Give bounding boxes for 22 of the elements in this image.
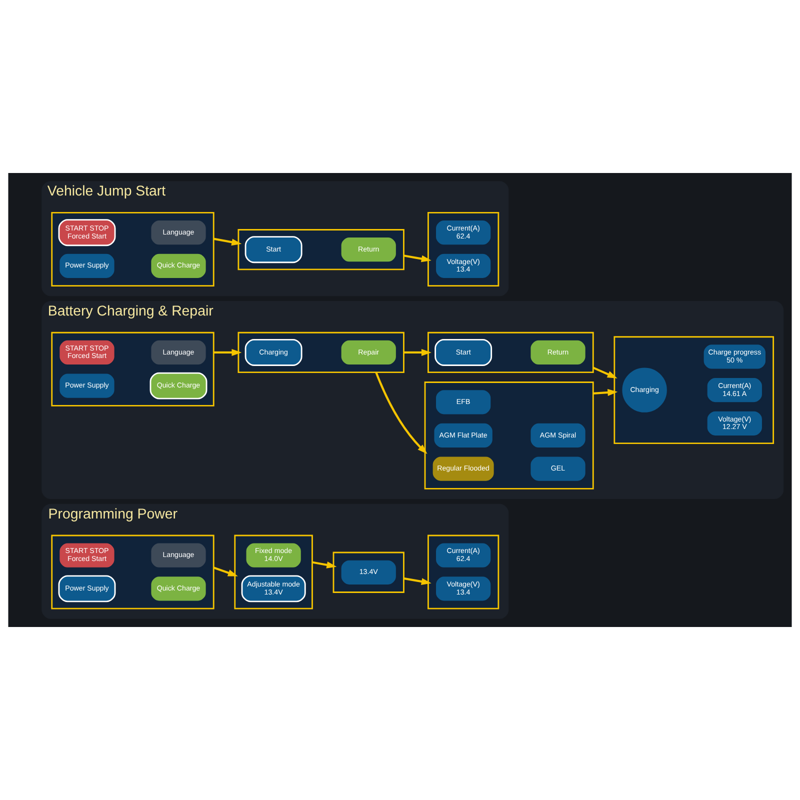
arrow xyxy=(592,366,618,378)
cluster xyxy=(428,534,500,610)
cluster xyxy=(51,212,214,286)
cluster xyxy=(238,229,404,270)
arrow xyxy=(214,348,242,356)
cluster xyxy=(332,552,404,593)
arrow xyxy=(404,254,432,262)
cluster xyxy=(234,534,313,610)
arrow xyxy=(404,348,432,356)
arrow xyxy=(213,238,242,246)
arrow xyxy=(375,372,428,454)
arrow xyxy=(213,566,238,576)
cluster xyxy=(238,332,404,374)
cluster xyxy=(614,336,774,444)
cluster xyxy=(428,332,594,374)
arrow xyxy=(404,577,432,585)
cluster xyxy=(51,534,214,610)
arrow xyxy=(593,389,618,396)
arrow xyxy=(312,561,337,568)
cluster xyxy=(428,212,500,286)
cluster xyxy=(424,382,594,490)
cluster xyxy=(51,332,214,406)
